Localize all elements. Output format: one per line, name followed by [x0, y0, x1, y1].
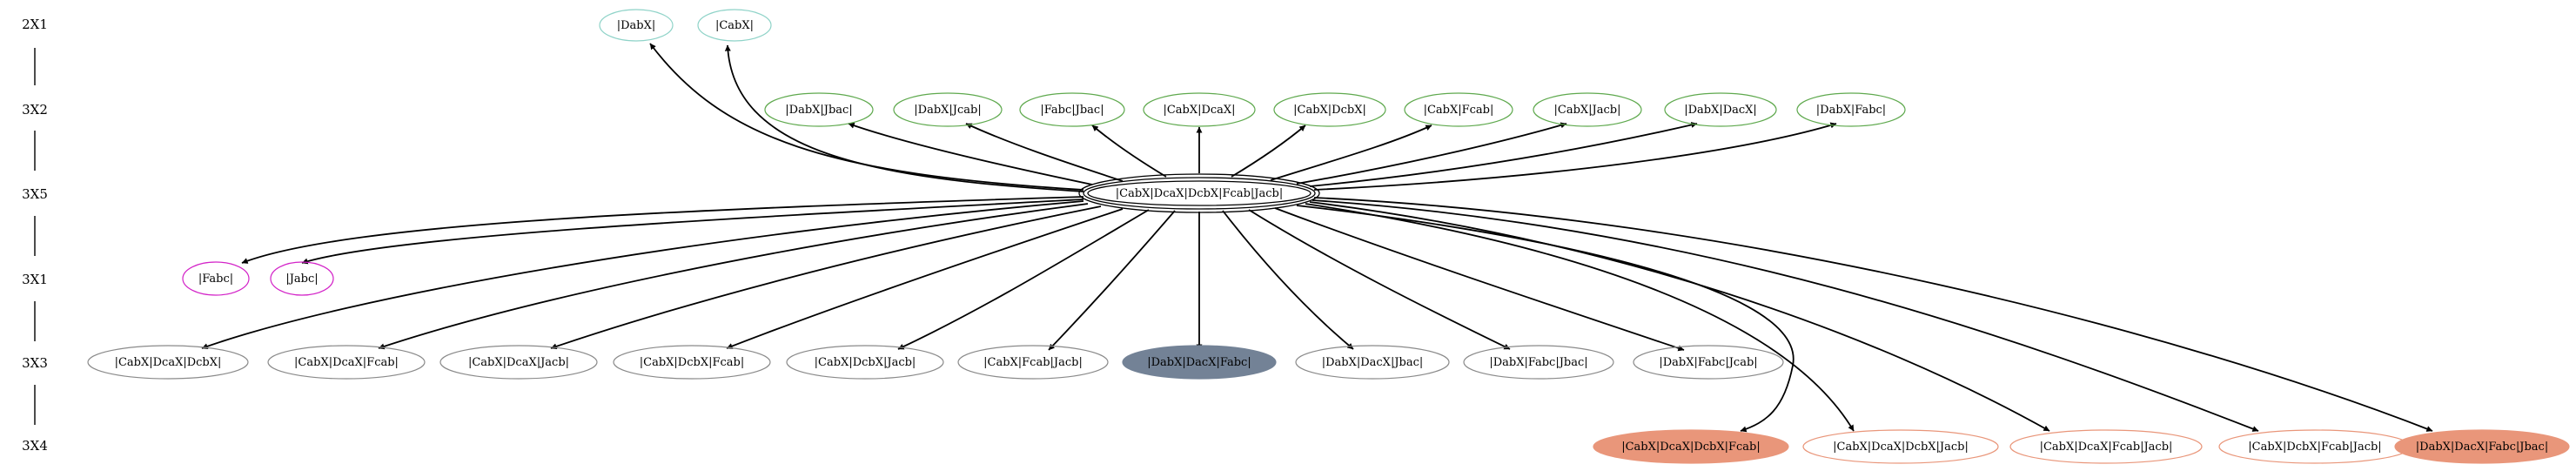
edge: [1274, 207, 1685, 352]
edge: [550, 205, 1102, 350]
node-label: |CabX|DcbX|Jacb|: [815, 356, 916, 369]
node-cabx-fcab-jacb[interactable]: |CabX|Fcab|Jacb|: [957, 345, 1109, 380]
node-label: |CabX|DcbX|Fcab|Jacb|: [2248, 441, 2381, 454]
node-cabx-dcbx-jacb[interactable]: |CabX|DcbX|Jacb|: [786, 345, 944, 380]
node-dabx-fabc-jbac[interactable]: |DabX|Fabc|Jbac|: [1463, 345, 1614, 380]
node-cabx-dcax-dcbx[interactable]: |CabX|DcaX|DcbX|: [87, 345, 249, 380]
rank-label-3x3: 3X3: [22, 355, 48, 371]
edge: [726, 208, 1124, 349]
node-cabx-dcax-fcab-jacb[interactable]: |CabX|DcaX|Fcab|Jacb|: [2009, 429, 2203, 464]
node-cabx-dcbx-fcab-jacb[interactable]: |CabX|DcbX|Fcab|Jacb|: [2218, 429, 2412, 464]
edge: [1048, 210, 1176, 351]
node-cabx-dcbx-fcab[interactable]: |CabX|DcbX|Fcab|: [613, 345, 771, 380]
edge: [1296, 122, 1567, 185]
edge: [1305, 203, 1855, 432]
node-cabx-dcbx[interactable]: |CabX|DcbX|: [1273, 92, 1386, 127]
rank-label-3x2: 3X2: [22, 102, 48, 118]
edge: [1231, 124, 1306, 178]
rank-label-2x1: 2X1: [22, 17, 48, 32]
node-dabx-fabc-jcab[interactable]: |DabX|Fabc|Jcab|: [1633, 345, 1784, 380]
edge: [301, 198, 1084, 265]
node-jabc[interactable]: |Jabc|: [270, 261, 334, 296]
node-cabx-dcax-jacb[interactable]: |CabX|DcaX|Jacb|: [439, 345, 598, 380]
node-label: |CabX|: [715, 19, 754, 32]
node-label: |CabX|Fcab|: [1424, 104, 1494, 117]
node-label: |DabX|DacX|Jbac|: [1322, 356, 1424, 369]
node-label: |CabX|DcaX|Jacb|: [468, 356, 569, 369]
node-label: |DabX|Jcab|: [914, 104, 981, 117]
rank-column: 2X1 3X2 3X5 3X1 3X3 3X4: [22, 17, 48, 454]
edge: [649, 43, 1084, 191]
edges: [201, 43, 2433, 433]
node-label: |CabX|DcaX|DcbX|Fcab|: [1621, 441, 1761, 454]
rank-label-3x5: 3X5: [22, 186, 48, 202]
edge: [848, 122, 1093, 185]
edge: [1248, 209, 1511, 350]
node-cabx-dcax-fcab[interactable]: |CabX|DcaX|Fcab|: [267, 345, 426, 380]
node-label: |DabX|: [617, 19, 656, 32]
node-label: |CabX|DcaX|Fcab|Jacb|: [2040, 441, 2173, 454]
edge: [897, 209, 1150, 350]
node-label: |CabX|DcbX|Fcab|: [640, 356, 744, 369]
node-dabx-jbac[interactable]: |DabX|Jbac|: [764, 92, 874, 127]
node-label: |CabX|Fcab|Jacb|: [983, 356, 1083, 369]
node-label: |Fabc|Jbac|: [1040, 104, 1104, 117]
edge: [241, 196, 1084, 264]
edge: [201, 200, 1084, 350]
node-cabx-dcax[interactable]: |CabX|DcaX|: [1143, 92, 1256, 127]
node-dabx[interactable]: |DabX|: [599, 9, 674, 42]
node-dabx-fabc[interactable]: |DabX|Fabc|: [1796, 92, 1906, 127]
node-label: |CabX|DcaX|DcbX|: [115, 356, 222, 369]
edge: [1296, 205, 1794, 433]
node-label: |DabX|DacX|Fabc|Jbac|: [2416, 441, 2548, 454]
node-cabx-fcab[interactable]: |CabX|Fcab|: [1404, 92, 1513, 127]
node-label: |DabX|Fabc|: [1816, 104, 1886, 117]
edge: [1270, 124, 1432, 181]
node-label: |CabX|DcaX|DcbX|Jacb|: [1833, 441, 1969, 454]
node-label: |CabX|DcbX|: [1293, 104, 1366, 117]
rank-label-3x1: 3X1: [22, 272, 48, 287]
node-cabx-dcax-dcbx-fcab[interactable]: |CabX|DcaX|DcbX|Fcab|: [1593, 429, 1789, 464]
node-fabc[interactable]: |Fabc|: [182, 261, 250, 296]
node-dabx-jcab[interactable]: |DabX|Jcab|: [893, 92, 1003, 127]
edge: [1309, 122, 1698, 187]
edge: [724, 44, 1084, 192]
node-dabx-dacx-fabc[interactable]: |DabX|DacX|Fabc|: [1122, 345, 1277, 380]
node-dabx-dacx-jbac[interactable]: |DabX|DacX|Jbac|: [1295, 345, 1450, 380]
node-label: |CabX|DcaX|: [1163, 104, 1235, 117]
nodes: |DabX| |CabX| |DabX|Jbac| |DabX|Jcab| |F…: [87, 9, 2570, 464]
edge: [1222, 210, 1354, 350]
node-label: |DabX|DacX|Fabc|: [1147, 356, 1251, 369]
edge: [1309, 201, 2050, 432]
edge: [1313, 197, 2433, 432]
node-label: |CabX|DcaX|DcbX|Fcab|Jacb|: [1116, 187, 1283, 200]
node-cabx-jacb[interactable]: |CabX|Jacb|: [1533, 92, 1642, 127]
node-center[interactable]: |CabX|DcaX|DcbX|Fcab|Jacb|: [1078, 173, 1320, 213]
node-label: |DabX|Fabc|Jcab|: [1659, 356, 1757, 369]
node-label: |Jabc|: [285, 273, 318, 286]
rank-label-3x4: 3X4: [22, 438, 48, 454]
node-fabc-jbac[interactable]: |Fabc|Jbac|: [1019, 92, 1125, 127]
node-label: |DabX|Fabc|Jbac|: [1489, 356, 1587, 369]
node-cabx-dcax-dcbx-jacb[interactable]: |CabX|DcaX|DcbX|Jacb|: [1802, 429, 1999, 464]
node-cabx[interactable]: |CabX|: [697, 9, 772, 42]
node-dabx-dacx-fabc-jbac[interactable]: |DabX|DacX|Fabc|Jbac|: [2394, 429, 2570, 464]
node-label: |CabX|DcaX|Fcab|: [294, 356, 399, 369]
node-label: |DabX|DacX|: [1684, 104, 1757, 117]
node-label: |CabX|Jacb|: [1554, 104, 1621, 117]
edge: [1313, 122, 1837, 191]
node-label: |Fabc|: [198, 273, 233, 286]
node-dabx-dacx[interactable]: |DabX|DacX|: [1664, 92, 1777, 127]
edge: [1311, 199, 2259, 432]
edge: [1091, 124, 1167, 178]
edge: [965, 123, 1124, 182]
edge: [378, 203, 1089, 350]
node-label: |DabX|Jbac|: [785, 104, 852, 117]
